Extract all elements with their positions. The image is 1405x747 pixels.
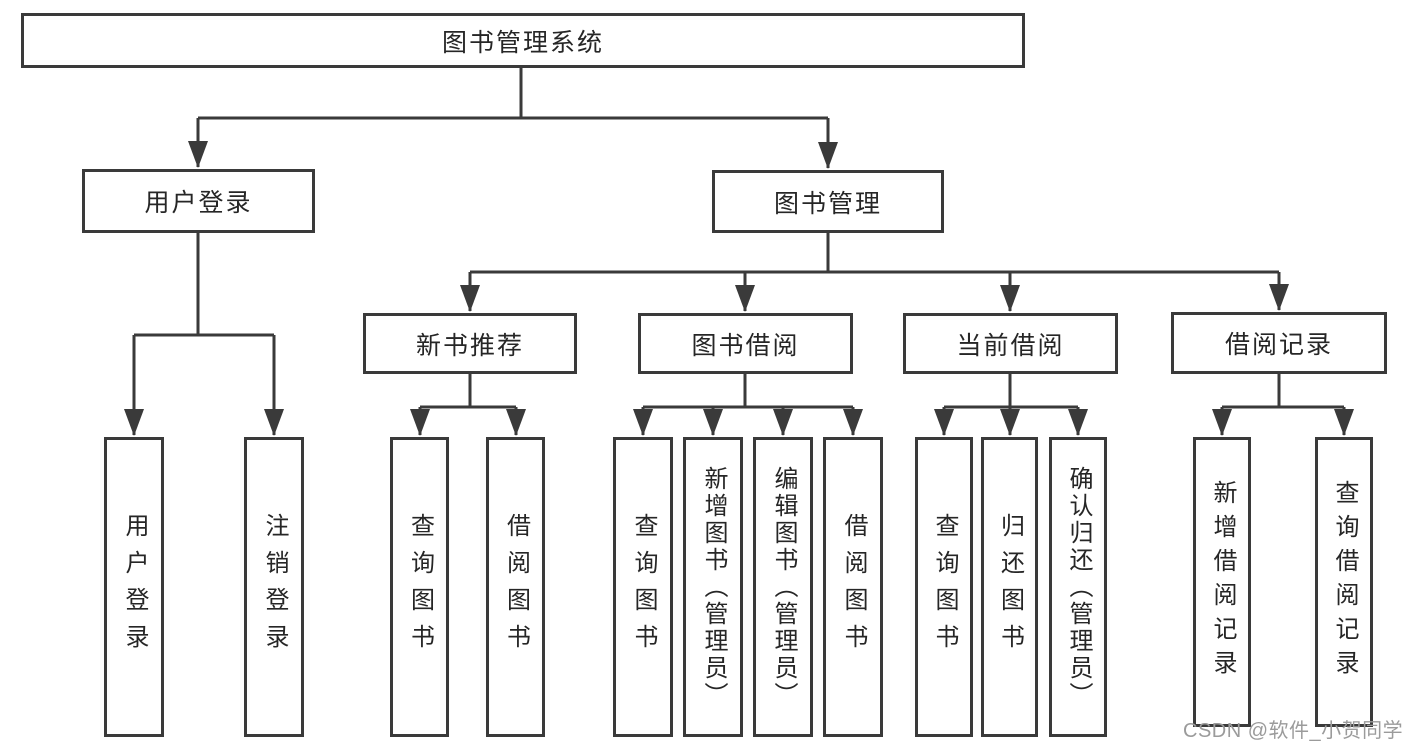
leaf-borrow-add-books: 新增图书（管理员） xyxy=(683,437,743,737)
node-user-login: 用户登录 xyxy=(82,169,315,233)
node-current-borrow: 当前借阅 xyxy=(903,313,1118,374)
node-new-book-rec: 新书推荐 xyxy=(363,313,577,374)
leaf-current-return-books: 归还图书 xyxy=(981,437,1038,737)
connector-root xyxy=(198,66,828,120)
leaf-current-confirm-return: 确认归还（管理员） xyxy=(1049,437,1107,737)
node-borrow-records-label: 借阅记录 xyxy=(1224,331,1333,359)
leaf-borrow-borrow-books-label: 借阅图书 xyxy=(840,513,867,661)
leaf-newrec-query-books-label: 查询图书 xyxy=(406,513,434,661)
leaf-logout-label: 注销登录 xyxy=(261,513,288,661)
node-book-borrow: 图书借阅 xyxy=(638,313,853,374)
node-book-borrow-label: 图书借阅 xyxy=(691,331,800,360)
node-root: 图书管理系统 xyxy=(21,13,1025,68)
leaf-records-add-record: 新增借阅记录 xyxy=(1193,437,1251,727)
leaf-user-login-label: 用户登录 xyxy=(121,513,148,661)
node-current-borrow-label: 当前借阅 xyxy=(956,331,1065,360)
node-user-login-label: 用户登录 xyxy=(144,189,253,217)
node-book-mgmt: 图书管理 xyxy=(712,170,944,233)
leaf-newrec-borrow-books-label: 借阅图书 xyxy=(502,513,530,661)
node-new-book-rec-label: 新书推荐 xyxy=(415,331,524,360)
leaf-borrow-add-books-label: 新增图书（管理员） xyxy=(700,465,727,709)
node-book-mgmt-label: 图书管理 xyxy=(773,189,882,218)
node-borrow-records: 借阅记录 xyxy=(1171,312,1387,374)
connector-current-borrow xyxy=(944,372,1078,409)
leaf-records-query-record: 查询借阅记录 xyxy=(1315,437,1373,727)
node-root-label: 图书管理系统 xyxy=(441,28,604,57)
watermark: CSDN @软件_小贺同学 xyxy=(1183,720,1404,742)
leaf-borrow-query-books-label: 查询图书 xyxy=(630,513,657,661)
leaf-newrec-borrow-books: 借阅图书 xyxy=(486,437,545,737)
leaf-newrec-query-books: 查询图书 xyxy=(390,437,449,737)
leaf-records-query-record-label: 查询借阅记录 xyxy=(1331,480,1358,684)
leaf-current-return-books-label: 归还图书 xyxy=(996,513,1024,661)
leaf-current-query-books-label: 查询图书 xyxy=(931,513,958,661)
leaf-current-confirm-return-label: 确认归还（管理员） xyxy=(1065,465,1092,709)
connector-new-book-rec xyxy=(420,372,516,409)
leaf-borrow-query-books: 查询图书 xyxy=(613,437,673,737)
leaf-borrow-borrow-books: 借阅图书 xyxy=(823,437,883,737)
connector-borrow-records xyxy=(1222,372,1344,409)
leaf-logout: 注销登录 xyxy=(244,437,304,737)
leaf-borrow-edit-books: 编辑图书（管理员） xyxy=(753,437,813,737)
leaf-borrow-edit-books-label: 编辑图书（管理员） xyxy=(770,465,797,709)
leaf-current-query-books: 查询图书 xyxy=(915,437,973,737)
leaf-user-login: 用户登录 xyxy=(104,437,164,737)
connector-user-login xyxy=(134,231,274,337)
connector-book-mgmt xyxy=(470,231,1279,274)
connector-book-borrow xyxy=(643,372,853,409)
leaf-records-add-record-label: 新增借阅记录 xyxy=(1209,480,1236,684)
